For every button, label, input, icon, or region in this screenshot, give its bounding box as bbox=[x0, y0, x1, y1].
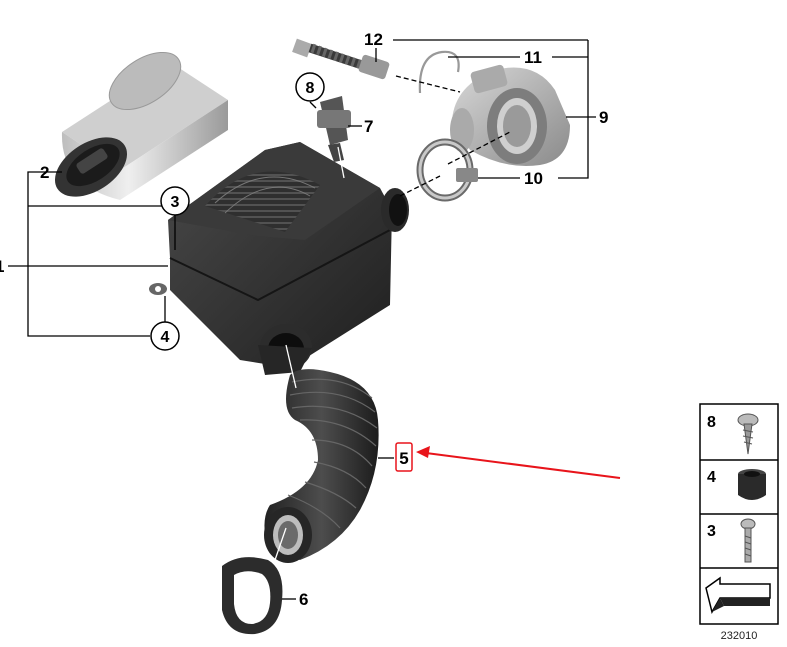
legend-panel: 8 4 3 bbox=[699, 403, 779, 625]
sensor-part bbox=[317, 96, 351, 162]
callout-4: 4 bbox=[161, 329, 170, 346]
legend-row-2-number: 4 bbox=[707, 469, 716, 486]
legend-row-3-number: 3 bbox=[707, 523, 716, 540]
intake-hose bbox=[264, 369, 379, 563]
hose-clamp bbox=[416, 138, 478, 202]
callout-11: 11 bbox=[524, 48, 542, 67]
hose-seal bbox=[222, 557, 283, 635]
callout-7: 7 bbox=[364, 117, 373, 136]
callout-10: 10 bbox=[524, 169, 543, 188]
callout-2: 2 bbox=[40, 163, 49, 182]
callout-5: 5 bbox=[399, 449, 408, 468]
diagram-code: 232010 bbox=[721, 630, 758, 642]
callout-4-circle bbox=[150, 321, 180, 351]
direction-arrow-icon bbox=[705, 576, 771, 614]
leader-lines bbox=[8, 39, 596, 600]
callout-3-circle bbox=[160, 186, 190, 216]
wire-clip bbox=[418, 50, 460, 94]
air-filter-housing bbox=[149, 142, 409, 375]
air-mass-meter bbox=[450, 64, 570, 166]
callout-6: 6 bbox=[299, 590, 308, 609]
bolt-icon bbox=[740, 518, 756, 563]
callout-9: 9 bbox=[599, 108, 608, 127]
callout-12: 12 bbox=[364, 30, 383, 49]
grommet-icon bbox=[738, 469, 766, 500]
callout-8-circle bbox=[295, 72, 325, 102]
air-filter-element bbox=[54, 51, 228, 200]
callout-3: 3 bbox=[171, 194, 180, 211]
callout-8: 8 bbox=[306, 80, 315, 97]
screw-icon bbox=[737, 413, 759, 455]
callout-5-highlight-box bbox=[395, 442, 413, 472]
callout-1: 1 bbox=[0, 257, 4, 276]
legend-row-1-number: 8 bbox=[707, 414, 716, 431]
highlight-arrow bbox=[416, 446, 621, 479]
connector-part bbox=[292, 38, 390, 80]
